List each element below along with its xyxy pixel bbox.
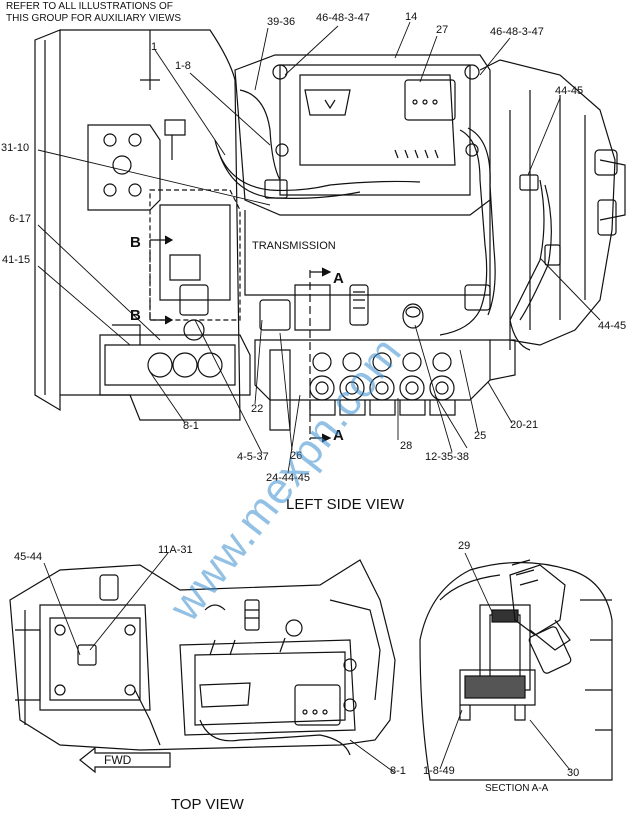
- callout-1-8-49: 1-8-49: [423, 765, 455, 777]
- callout-27: 27: [436, 24, 449, 36]
- callout-22: 22: [251, 403, 264, 415]
- top-view-title: TOP VIEW: [171, 796, 244, 813]
- left-side-view-title: LEFT SIDE VIEW: [286, 496, 405, 513]
- section-view: [419, 559, 613, 781]
- header-line-2: THIS GROUP FOR AUXILIARY VIEWS: [6, 13, 182, 24]
- callout-11a-31: 11A-31: [158, 544, 193, 556]
- callout-30: 30: [567, 767, 580, 779]
- callout-46-48-3-47-right: 46-48-3-47: [490, 26, 544, 38]
- transmission-label: TRANSMISSION: [252, 240, 336, 252]
- callout-20-21: 20-21: [510, 419, 539, 431]
- callout-46-48-3-47-left: 46-48-3-47: [316, 12, 370, 24]
- callout-41-15: 41-15: [2, 254, 31, 266]
- mounting-plate: [87, 119, 186, 211]
- leader-lines-left-view: [37, 21, 601, 474]
- control-module-top: [234, 54, 491, 296]
- callout-39-36: 39-36: [267, 16, 296, 28]
- callout-8-1-bottom: 8-1: [390, 765, 406, 777]
- section-marks: [149, 235, 332, 443]
- transmission-housing: [34, 29, 626, 421]
- wiring-harness: [214, 89, 561, 351]
- callout-44-45-right: 44-45: [598, 320, 627, 332]
- leader-lines-section: [439, 552, 571, 771]
- callout-1-8: 1-8: [175, 60, 191, 72]
- header-line-1: REFER TO ALL ILLUSTRATIONS OF: [6, 1, 173, 12]
- valve-body: [99, 284, 516, 431]
- callout-45-44: 45-44: [14, 551, 43, 563]
- fwd-arrow-icon: [79, 746, 171, 774]
- section-mark-b-bottom: B: [130, 307, 141, 324]
- callout-31-10: 31-10: [1, 142, 30, 154]
- callout-8-1-left: 8-1: [183, 420, 199, 432]
- callout-26: 26: [290, 450, 303, 462]
- section-mark-a-bottom: A: [333, 427, 344, 444]
- callout-24-44-45: 24-44-45: [266, 472, 311, 484]
- callout-12-35-38: 12-35-38: [425, 451, 470, 463]
- top-view-housing: [9, 559, 396, 756]
- callout-25: 25: [474, 430, 487, 442]
- leader-lines-top-view: [43, 552, 396, 774]
- callout-29: 29: [458, 540, 471, 552]
- callout-4-5-37: 4-5-37: [237, 451, 269, 463]
- callout-28: 28: [400, 440, 413, 452]
- valve-cover: [149, 189, 241, 341]
- callout-6-17: 6-17: [9, 213, 32, 225]
- section-a-a-title: SECTION A-A: [485, 783, 549, 794]
- callout-44-45-top: 44-45: [555, 85, 584, 97]
- callout-14: 14: [405, 11, 418, 23]
- callout-1: 1: [151, 41, 158, 53]
- fwd-label: FWD: [104, 753, 132, 767]
- section-mark-b-top: B: [130, 234, 141, 251]
- section-mark-a-top: A: [333, 270, 344, 287]
